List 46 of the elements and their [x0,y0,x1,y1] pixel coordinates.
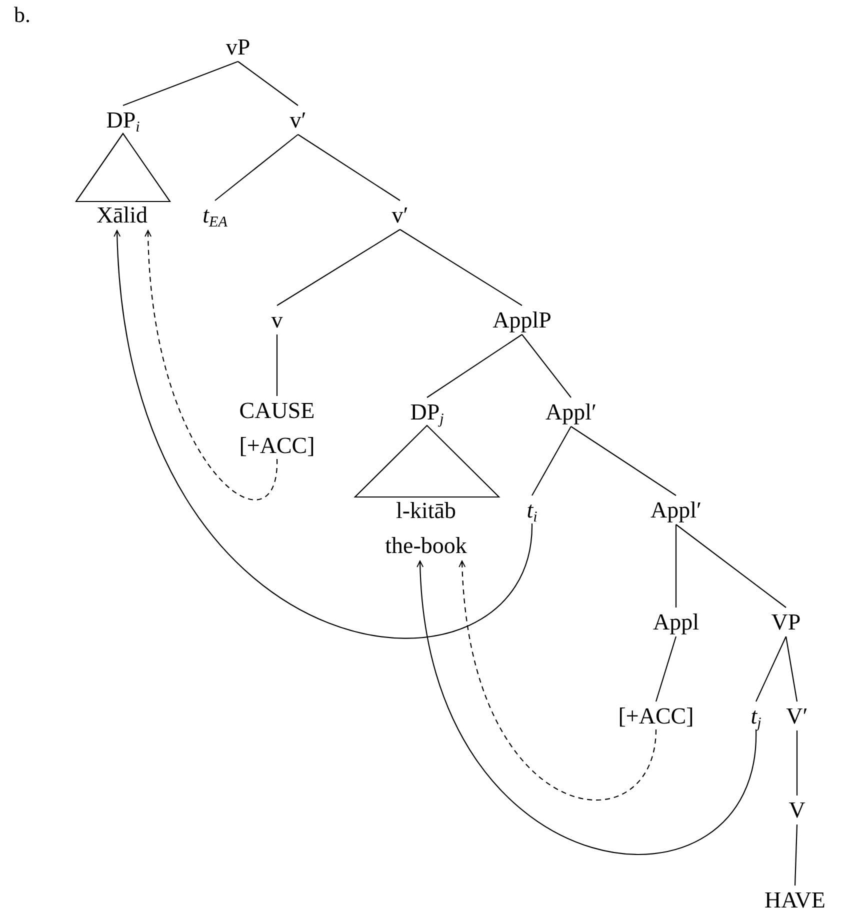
movement-arrow [459,560,657,800]
tree-branch [214,134,298,201]
tree-label: ApplP [492,308,552,332]
tree-branch [426,334,522,398]
tree-label: t$_{EA}$ [202,204,228,226]
tree-branch [570,426,676,496]
triangle-roof [354,424,500,498]
tree-branch [276,334,278,396]
tree-label: t$_{i}$ [526,498,538,522]
tree-branch [675,524,677,608]
tree-label: v′ [392,204,408,226]
tree-branch [298,134,400,201]
tree-branch [522,334,572,398]
tree-label: the-book [385,534,467,557]
tree-label: [+ACC] [618,704,694,728]
tree-label: Appl [653,610,699,634]
tree-label: VP [771,610,801,634]
tree-branch [796,730,798,796]
tree-label: Appl′ [545,400,597,424]
tree-branch [122,60,238,106]
tree-label: Xālid [96,204,148,226]
tree-branch [276,229,400,306]
tree-label: HAVE [764,888,826,912]
tree-branch [655,636,677,702]
example-label: b. [14,4,30,26]
tree-label: Appl′ [650,498,702,522]
tree-label: V′ [786,704,808,728]
tree-branch [794,824,798,886]
tree-label: l-kitāb [396,499,456,522]
tree-branch [676,524,786,608]
tree-label: v [271,308,283,332]
movement-arrow [114,230,533,638]
tree-label: [+ACC] [239,434,315,457]
triangle-roof [74,132,172,202]
tree-label: vP [226,36,250,58]
tree-branch [756,636,786,702]
tree-branch [400,229,522,306]
tree-branch [532,426,572,496]
tree-label: CAUSE [239,399,315,422]
movement-arrow [417,560,757,855]
tree-label: DP$_{i}$ [106,108,140,132]
tree-branch [238,61,298,106]
tree-label: V [788,798,806,822]
tree-branch [785,636,798,702]
movement-arrow [144,230,278,500]
tree-label: v′ [290,108,306,132]
